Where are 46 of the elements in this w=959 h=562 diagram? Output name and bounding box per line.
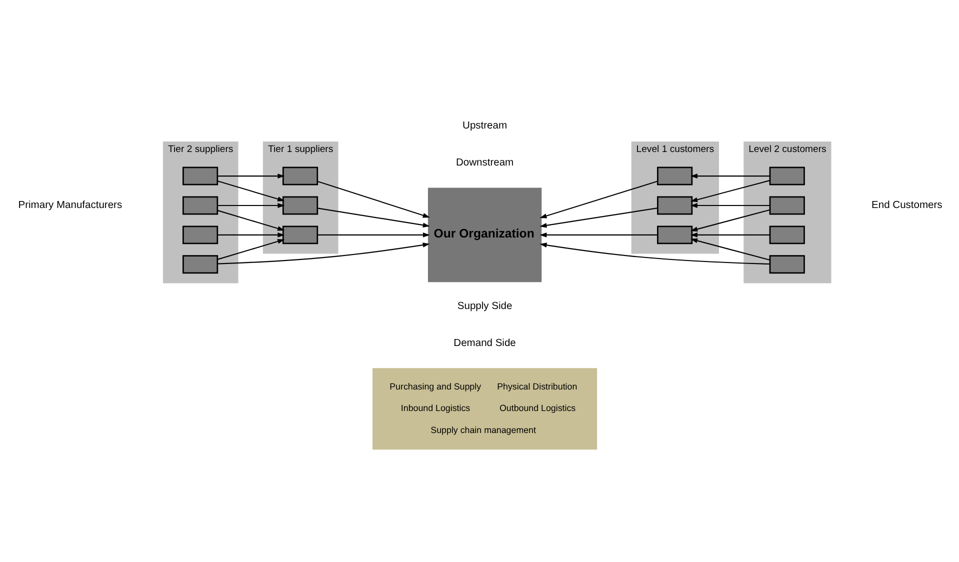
node-box	[768, 196, 804, 214]
arrow	[216, 232, 284, 237]
arrow	[690, 179, 770, 202]
arrow	[216, 238, 284, 260]
arrow	[539, 207, 658, 228]
arrow	[216, 242, 430, 264]
arrow	[216, 209, 284, 230]
label: Upstream	[462, 120, 507, 131]
node-box	[656, 225, 692, 244]
arrow	[216, 180, 284, 201]
node-box	[656, 196, 692, 214]
node-box: Our Organization	[427, 187, 542, 282]
cluster: Tier 1 suppliers	[262, 140, 338, 254]
arrow	[216, 202, 284, 208]
arrow	[539, 180, 658, 218]
cluster: Level 2 customers	[743, 140, 831, 283]
cluster: Tier 2 suppliers	[162, 140, 238, 283]
node-box	[282, 166, 318, 185]
arrow	[316, 180, 430, 218]
node-box	[768, 254, 804, 274]
arrow	[316, 207, 430, 228]
node-box	[182, 166, 218, 185]
label: Primary Manufacturers	[18, 199, 122, 210]
arrow	[690, 232, 770, 237]
arrow	[690, 208, 770, 232]
node-box	[182, 196, 218, 214]
cluster: Level 1 customers	[630, 140, 718, 254]
arrow	[539, 242, 770, 264]
node-box: Purchasing and Supply Physical Distribution Inbound Logistics Outbound Logistics Supply chain management	[372, 368, 597, 450]
label: Demand Side	[453, 338, 516, 349]
arrow	[216, 173, 284, 178]
label: Supply Side	[456, 300, 512, 312]
node-box	[656, 166, 692, 185]
arrow	[690, 238, 770, 260]
node-box	[182, 254, 218, 274]
arrow	[690, 173, 770, 178]
node-box	[282, 225, 318, 244]
arrow	[317, 232, 430, 237]
node-box	[282, 196, 318, 214]
node-box	[182, 225, 218, 244]
node-box	[768, 225, 804, 244]
label: End Customers	[871, 199, 942, 210]
arrow	[690, 202, 770, 208]
arrow	[539, 232, 658, 237]
node-box	[768, 166, 804, 185]
label: Downstream	[455, 156, 514, 168]
